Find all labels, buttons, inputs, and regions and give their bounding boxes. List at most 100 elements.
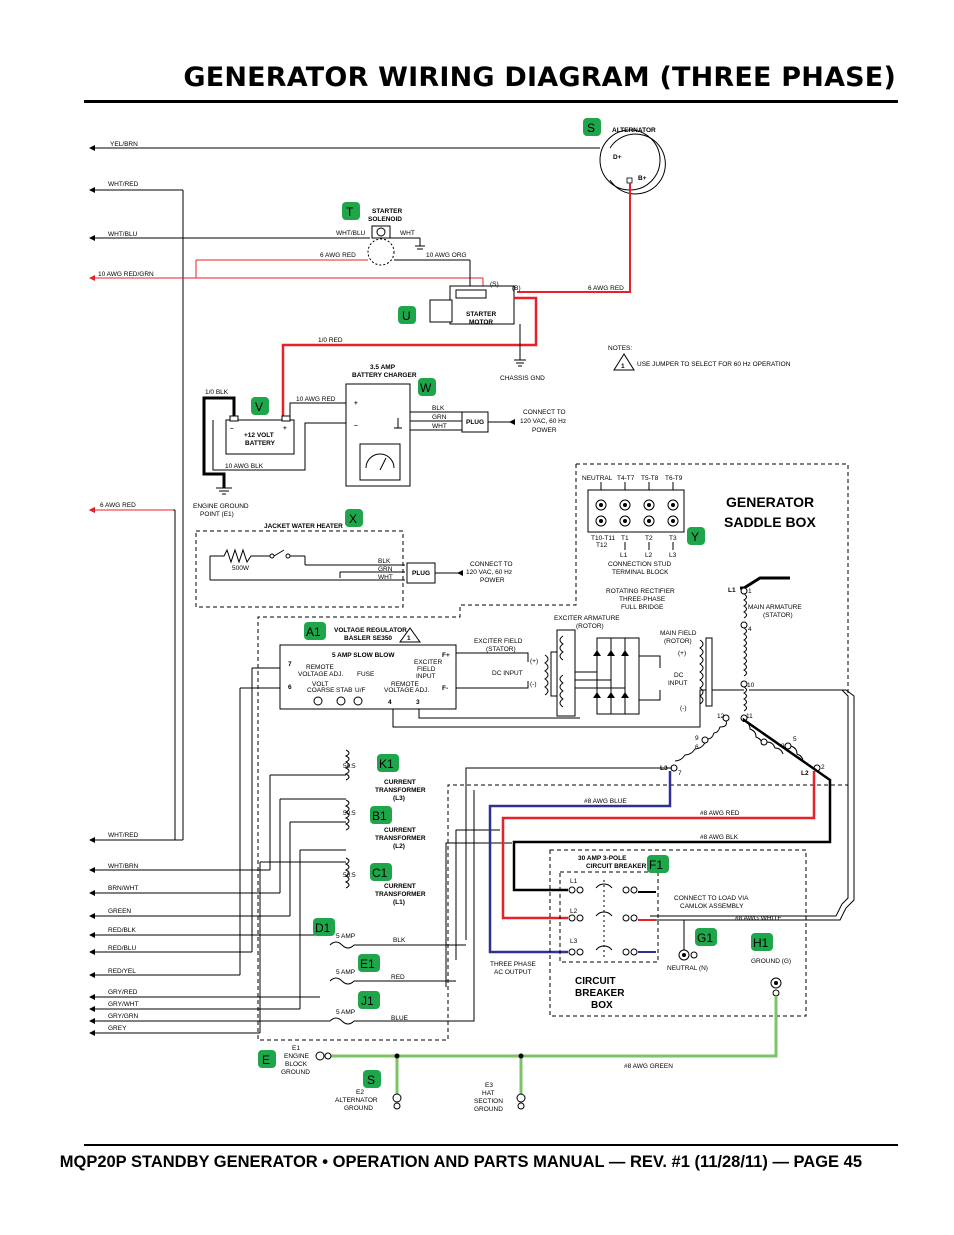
starter-s-terminal: (S) [490,281,499,288]
armature-n1: 1 [748,588,752,595]
chassis-ground-label: CHASSIS GND [500,375,545,382]
ct-b1-label-3: (L2) [393,843,405,850]
badge-c1-ct: C1 [370,863,392,881]
armature-n7: 7 [678,770,682,777]
wire-label-red-grn: 10 AWG RED/GRN [98,271,154,278]
tb-top-t4t7: T4-T7 [617,475,635,482]
fuses: 5 AMP BLK 5 AMP RED 5 AMP BLUE [329,790,475,1025]
exciter-dc-input: DC INPUT [492,670,523,677]
solenoid-wht: WHT [400,230,415,237]
breaker-label-2: CIRCUIT BREAKER [586,863,647,870]
badge-s-alternator: S [583,118,601,136]
alternator-label: ALTERNATOR [612,127,656,134]
charger-plug: PLUG [466,419,484,426]
lower-wire-labels: WHT/RED WHT/BRN BRN/WHT GREEN RED/BLK RE… [108,832,139,1032]
badge-e1-fuse: E1 [358,954,380,972]
badge-b1-ct: B1 [370,806,392,824]
exciter-plus: (+) [530,658,538,665]
battery-label-1: +12 VOLT [244,432,274,439]
wire-label-6awg-red: 6 AWG RED [100,502,136,509]
circuit-breaker-box: 30 AMP 3-POLE CIRCUIT BREAKER L1 L2 L3 T… [490,849,807,1017]
wire-label-green: GREEN [108,908,131,915]
wire-8awg-white: #8 AWG WHITE [735,915,782,922]
charger-blk: BLK [432,405,445,412]
main-field-dc-1: DC [674,672,684,679]
armature-n4: 4 [748,626,752,633]
regulator-t4: 4 [388,699,392,706]
battery-10awg-blk: 10 AWG BLK [225,463,264,470]
breaker-box-2: BREAKER [575,988,625,999]
svg-text:Y: Y [691,530,699,544]
breaker-neutral: NEUTRAL (N) [667,965,708,972]
ground-e2-2: ALTERNATOR [335,1097,378,1104]
armature-n6: 6 [695,744,699,751]
main-field-dc-2: INPUT [668,680,688,687]
main-armature: MAIN ARMATURE (STATOR) L1 1 4 10 12 11 9… [650,576,855,921]
starter-motor: STARTER MOTOR (S) (B) CHASSIS GND [281,281,545,418]
heater-grn: GRN [378,566,393,573]
ground-e1-4: GROUND [281,1069,310,1076]
regulator-exc-3: INPUT [416,673,436,680]
ct-c1-label-3: (L1) [393,899,405,906]
breaker-box-3: BOX [591,1000,613,1011]
wire-label-gry-grn: GRY/GRN [108,1013,139,1020]
footer-rule [84,1144,898,1146]
regulator-label-2: BASLER SE350 [344,635,392,642]
alternator-wire-label: 6 AWG RED [588,285,624,292]
armature-n12: 12 [717,713,725,720]
regulator-warn: 1 [407,635,411,642]
ground-e3-1: E3 [485,1082,493,1089]
voltage-regulator: VOLTAGE REGULATOR BASLER SE350 1 5 AMP S… [279,627,744,728]
solenoid-6awg-red: 6 AWG RED [320,252,356,259]
ct-b1-label-2: TRANSFORMER [375,835,426,842]
page-footer: MQP20P STANDBY GENERATOR • OPERATION AND… [59,1153,862,1171]
breaker-out-2: AC OUTPUT [494,969,532,976]
main-field-1: MAIN FIELD [660,630,697,637]
wire-label-red-blk: RED/BLK [108,927,136,934]
ground-system: #8 AWG GREEN E1 ENGINE BLOCK GROUND E2 A… [281,996,778,1113]
regulator-uf: U/F [355,687,366,694]
svg-text:F1: F1 [649,858,663,872]
exciter-field-1: EXCITER FIELD [474,638,523,645]
solenoid-label-2: SOLENOID [368,216,402,223]
heater-connect-1: CONNECT TO [470,561,513,568]
ct-k1-ratio: 50:5 [343,763,356,770]
svg-text:X: X [349,512,357,526]
battery-charger: 3.5 AMP BATTERY CHARGER + – BLK GRN WHT … [345,364,566,487]
regulator-fm: F- [442,685,448,692]
page-title: GENERATOR WIRING DIAGRAM (THREE PHASE) [183,62,896,93]
component-badges: S T U V W X Y A1 K1 B1 C1 D1 E1 J1 F1 G1… [251,118,773,1088]
solenoid-label-1: STARTER [372,208,403,215]
heater-connect-3: POWER [480,577,505,584]
regulator-t7: 7 [288,661,292,668]
wire-8awg-green: #8 AWG GREEN [624,1063,673,1070]
regulator-stab: STAB [336,687,353,694]
left-wire-labels: YEL/BRN WHT/RED WHT/BLU 10 AWG RED/GRN 6… [98,141,154,509]
wire-label-grey: GREY [108,1025,127,1032]
charger-connect-2: 120 VAC, 60 Hz [520,418,566,425]
armature-n2: 2 [821,764,825,771]
tb-bot-t3: T3 [669,535,677,542]
tb-top-t5t8: T5-T8 [641,475,659,482]
breaker-l1: L1 [570,878,578,885]
wire-label-gry-red: GRY/RED [108,989,138,996]
armature-n10: 10 [747,682,755,689]
exciter-section: EXCITER FIELD (STATOR) (+) DC INPUT (-) … [474,588,713,717]
regulator-remote-v2: VOLTAGE ADJ. [298,671,343,678]
ground-e3-2: HAT [482,1090,495,1097]
regulator-remote-v1: REMOTE [306,664,334,671]
ground-e1-3: BLOCK [285,1061,308,1068]
badge-x-heater: X [345,509,363,527]
badge-g1-neutral: G1 [695,928,717,946]
starter-motor-label-1: STARTER [466,311,497,318]
badge-a1-regulator: A1 [304,622,326,640]
badge-e-engine-ground: E [258,1050,276,1068]
saddle-title-1: GENERATOR [726,494,814,510]
armature-n5: 5 [793,736,797,743]
tb-top-neutral: NEUTRAL [582,475,613,482]
battery-1-0-blk: 1/0 BLK [205,389,229,396]
alternator: ALTERNATOR D+ B+ 6 AWG RED [517,127,666,293]
starter-solenoid: STARTER SOLENOID WHT/BLU WHT 6 AWG RED 1… [195,208,471,292]
charger-connect-3: POWER [532,427,557,434]
ct-b1-ratio: 50:5 [343,810,356,817]
